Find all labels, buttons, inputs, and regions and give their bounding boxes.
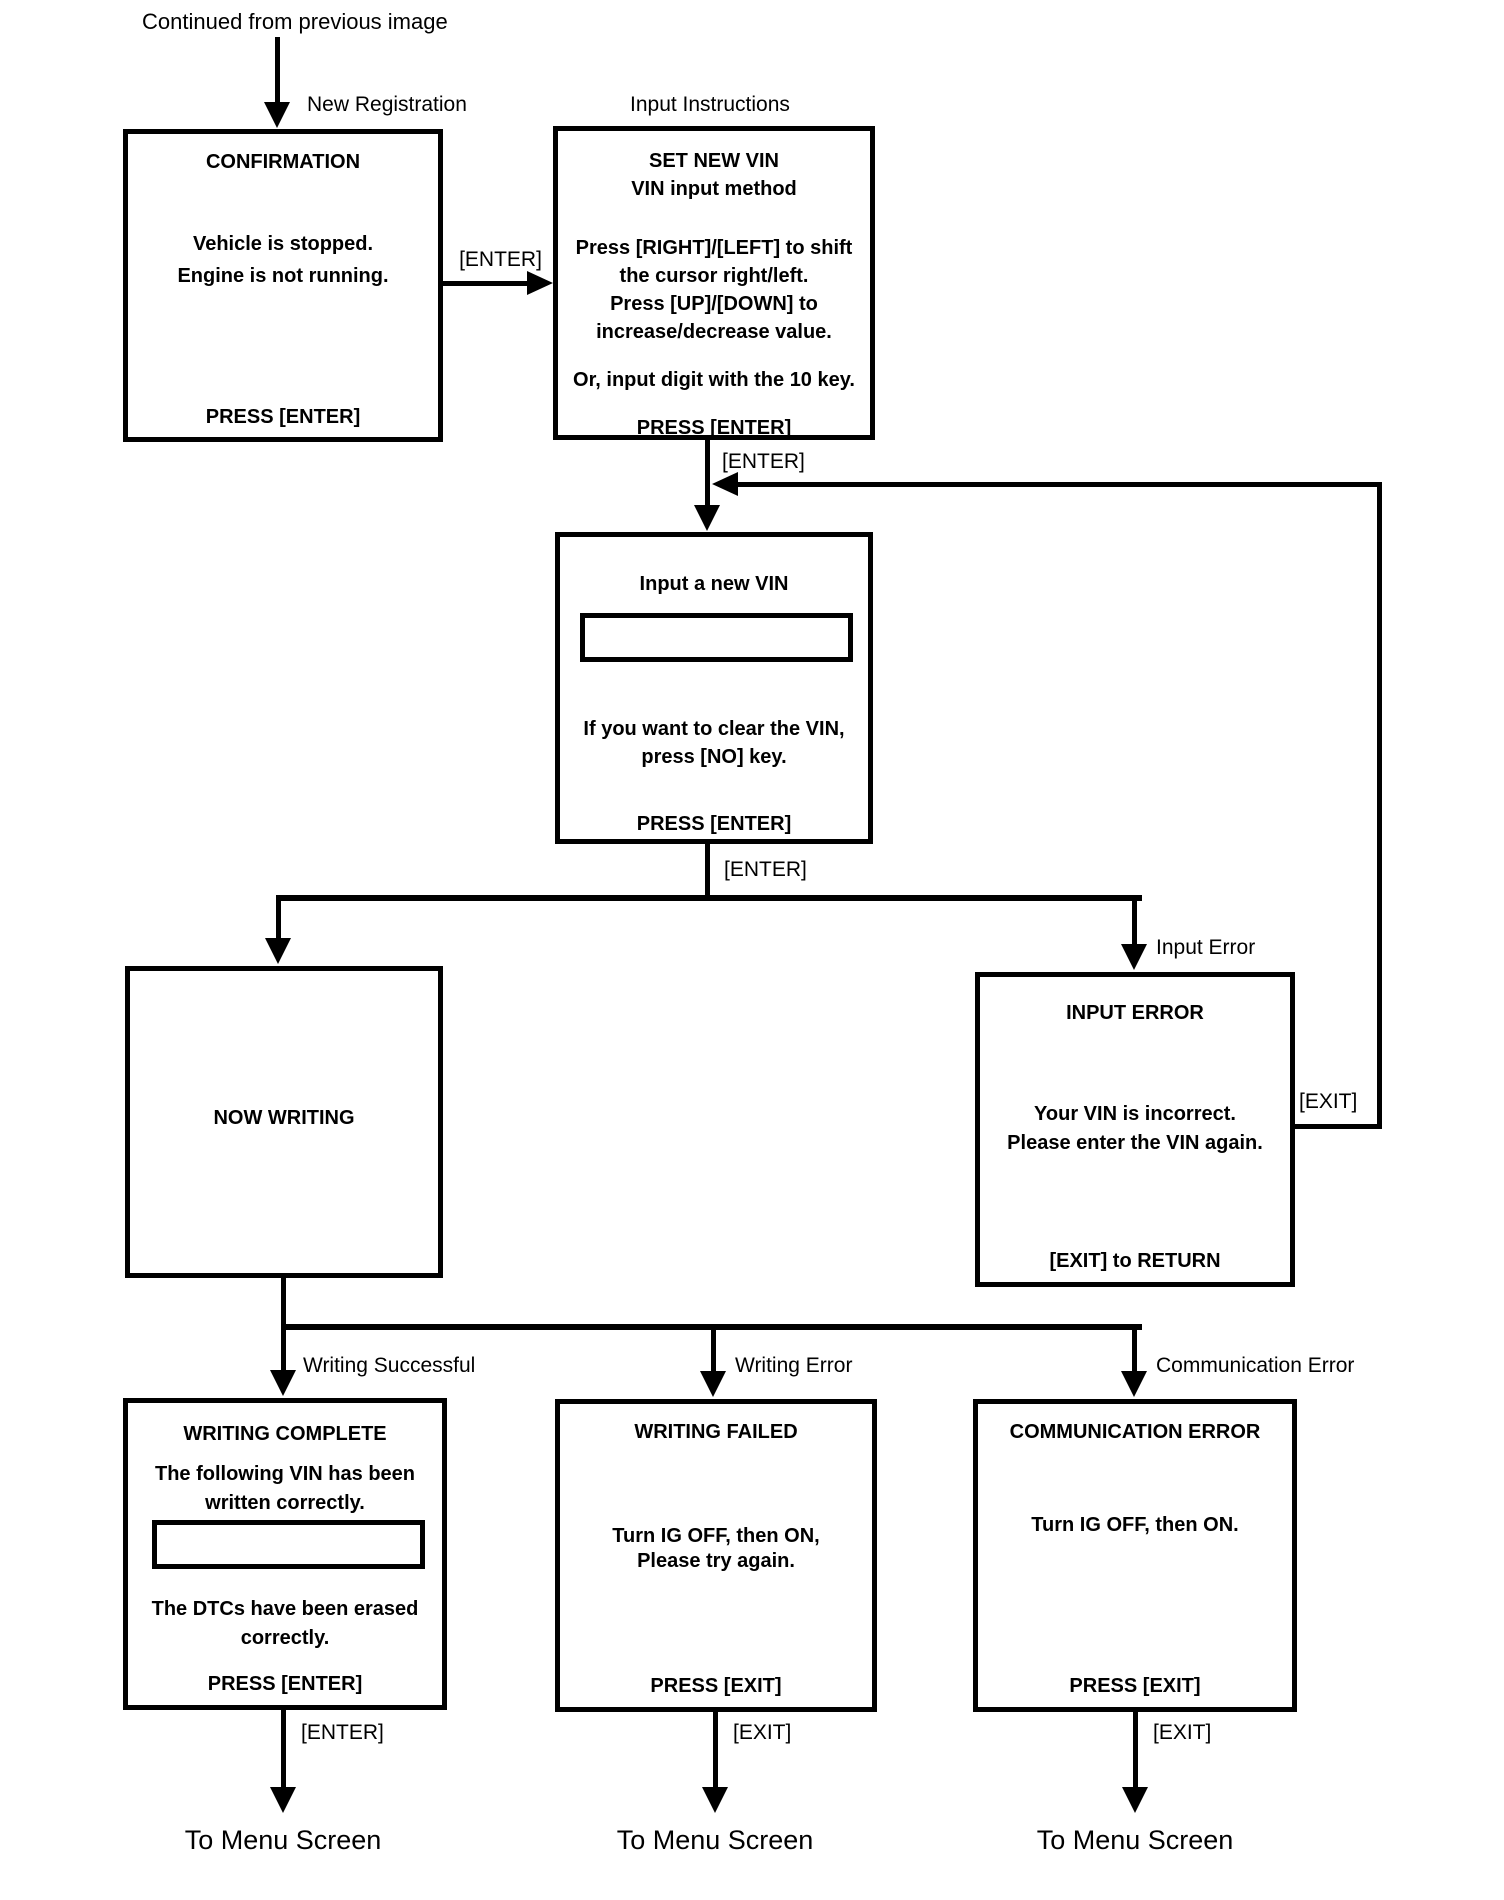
- arrowhead-left-icon: [712, 472, 738, 496]
- arrowhead-down-icon: [1122, 1787, 1148, 1813]
- arrowhead-down-icon: [702, 1787, 728, 1813]
- writing-error-label: Writing Error: [735, 1354, 853, 1377]
- connector-line: [705, 440, 710, 508]
- screen-body-line: increase/decrease value.: [596, 321, 832, 343]
- communication-error-screen-box: COMMUNICATION ERROR Turn IG OFF, then ON…: [973, 1399, 1297, 1712]
- arrowhead-down-icon: [1121, 1371, 1147, 1397]
- connector-line: [275, 37, 280, 106]
- input-error-label: Input Error: [1156, 936, 1256, 959]
- screen-body-line: Please enter the VIN again.: [1007, 1132, 1263, 1154]
- connector-line: [276, 899, 281, 942]
- to-menu-screen-label: To Menu Screen: [616, 1825, 814, 1855]
- enter-edge-label: [ENTER]: [459, 248, 542, 271]
- screen-footer: PRESS [ENTER]: [205, 406, 361, 428]
- arrowhead-down-icon: [270, 1787, 296, 1813]
- to-menu-screen-label: To Menu Screen: [1036, 1825, 1234, 1855]
- screen-body-line: The DTCs have been erased: [151, 1598, 419, 1620]
- exit-edge-label: [EXIT]: [1299, 1090, 1358, 1113]
- connector-line: [443, 281, 531, 286]
- input-error-screen-box: INPUT ERROR Your VIN is incorrect. Pleas…: [975, 972, 1295, 1287]
- screen-body-line: If you want to clear the VIN,: [583, 718, 845, 740]
- branch-line: [281, 1324, 1142, 1330]
- screen-subtitle: VIN input method: [631, 178, 797, 200]
- connector-line: [1133, 1712, 1138, 1787]
- connector-line: [1132, 899, 1137, 948]
- arrowhead-right-icon: [527, 271, 553, 295]
- return-line-top: [734, 482, 1382, 487]
- screen-footer: PRESS [ENTER]: [636, 813, 792, 835]
- screen-body-line: Turn IG OFF, then ON.: [1031, 1514, 1239, 1536]
- set-new-vin-screen-box: SET NEW VIN VIN input method Press [RIGH…: [553, 126, 875, 440]
- screen-footer: PRESS [ENTER]: [207, 1673, 363, 1695]
- writing-successful-label: Writing Successful: [303, 1354, 476, 1377]
- screen-body-line: Vehicle is stopped.: [192, 233, 374, 255]
- to-menu-screen-label: To Menu Screen: [184, 1825, 382, 1855]
- screen-title: COMMUNICATION ERROR: [1009, 1421, 1261, 1443]
- input-instructions-label: Input Instructions: [630, 93, 790, 116]
- screen-body-line: Your VIN is incorrect.: [1034, 1103, 1236, 1125]
- arrowhead-down-icon: [694, 505, 720, 531]
- return-line-right: [1377, 482, 1382, 1129]
- vin-output-field: [152, 1520, 425, 1569]
- enter-edge-label: [ENTER]: [722, 450, 805, 473]
- arrowhead-down-icon: [264, 102, 290, 128]
- screen-title: INPUT ERROR: [1066, 1002, 1204, 1024]
- new-registration-label: New Registration: [307, 93, 467, 116]
- connector-line: [713, 1712, 718, 1787]
- screen-title: WRITING COMPLETE: [183, 1423, 387, 1445]
- confirmation-screen-box: CONFIRMATION Vehicle is stopped. Engine …: [123, 129, 443, 442]
- screen-title: Input a new VIN: [639, 573, 789, 595]
- screen-body-line: Turn IG OFF, then ON,: [612, 1525, 820, 1547]
- screen-footer: PRESS [EXIT]: [650, 1675, 782, 1697]
- return-line-bottom: [1295, 1124, 1382, 1129]
- screen-body-line: Engine is not running.: [177, 265, 389, 287]
- input-new-vin-screen-box: Input a new VIN If you want to clear the…: [555, 532, 873, 844]
- screen-body-line: Please try again.: [637, 1550, 795, 1572]
- screen-body-line: Or, input digit with the 10 key.: [573, 369, 855, 391]
- screen-title: WRITING FAILED: [634, 1421, 798, 1443]
- connector-line: [705, 844, 710, 897]
- connector-line: [711, 1330, 716, 1373]
- screen-title: SET NEW VIN: [648, 150, 779, 172]
- arrowhead-down-icon: [265, 938, 291, 964]
- screen-footer: [EXIT] to RETURN: [1049, 1250, 1221, 1272]
- screen-body-line: correctly.: [240, 1627, 330, 1649]
- branch-line: [276, 895, 1142, 901]
- connector-line: [1132, 1330, 1137, 1373]
- screen-title: CONFIRMATION: [205, 151, 361, 173]
- exit-edge-label: [EXIT]: [1153, 1721, 1212, 1744]
- screen-body-line: Press [RIGHT]/[LEFT] to shift: [575, 237, 853, 259]
- connector-line: [281, 1710, 286, 1787]
- writing-complete-screen-box: WRITING COMPLETE The following VIN has b…: [123, 1398, 447, 1710]
- screen-footer: PRESS [ENTER]: [636, 417, 792, 439]
- screen-body-line: press [NO] key.: [641, 746, 787, 768]
- connector-line: [281, 1330, 286, 1372]
- enter-edge-label: [ENTER]: [724, 858, 807, 881]
- screen-title: NOW WRITING: [213, 1107, 355, 1129]
- screen-body-line: Press [UP]/[DOWN] to: [610, 293, 818, 315]
- screen-body-line: The following VIN has been: [154, 1463, 416, 1485]
- vin-input-field: [580, 613, 853, 662]
- writing-failed-screen-box: WRITING FAILED Turn IG OFF, then ON, Ple…: [555, 1399, 877, 1712]
- exit-edge-label: [EXIT]: [733, 1721, 792, 1744]
- screen-footer: PRESS [EXIT]: [1069, 1675, 1201, 1697]
- arrowhead-down-icon: [1121, 944, 1147, 970]
- now-writing-screen-box: NOW WRITING: [125, 966, 443, 1278]
- connector-line: [281, 1278, 286, 1330]
- communication-error-label: Communication Error: [1156, 1354, 1355, 1377]
- screen-body-line: written correctly.: [205, 1492, 365, 1514]
- screen-body-line: the cursor right/left.: [619, 265, 809, 287]
- enter-edge-label: [ENTER]: [301, 1721, 384, 1744]
- continued-from-label: Continued from previous image: [142, 9, 448, 34]
- arrowhead-down-icon: [270, 1370, 296, 1396]
- arrowhead-down-icon: [700, 1371, 726, 1397]
